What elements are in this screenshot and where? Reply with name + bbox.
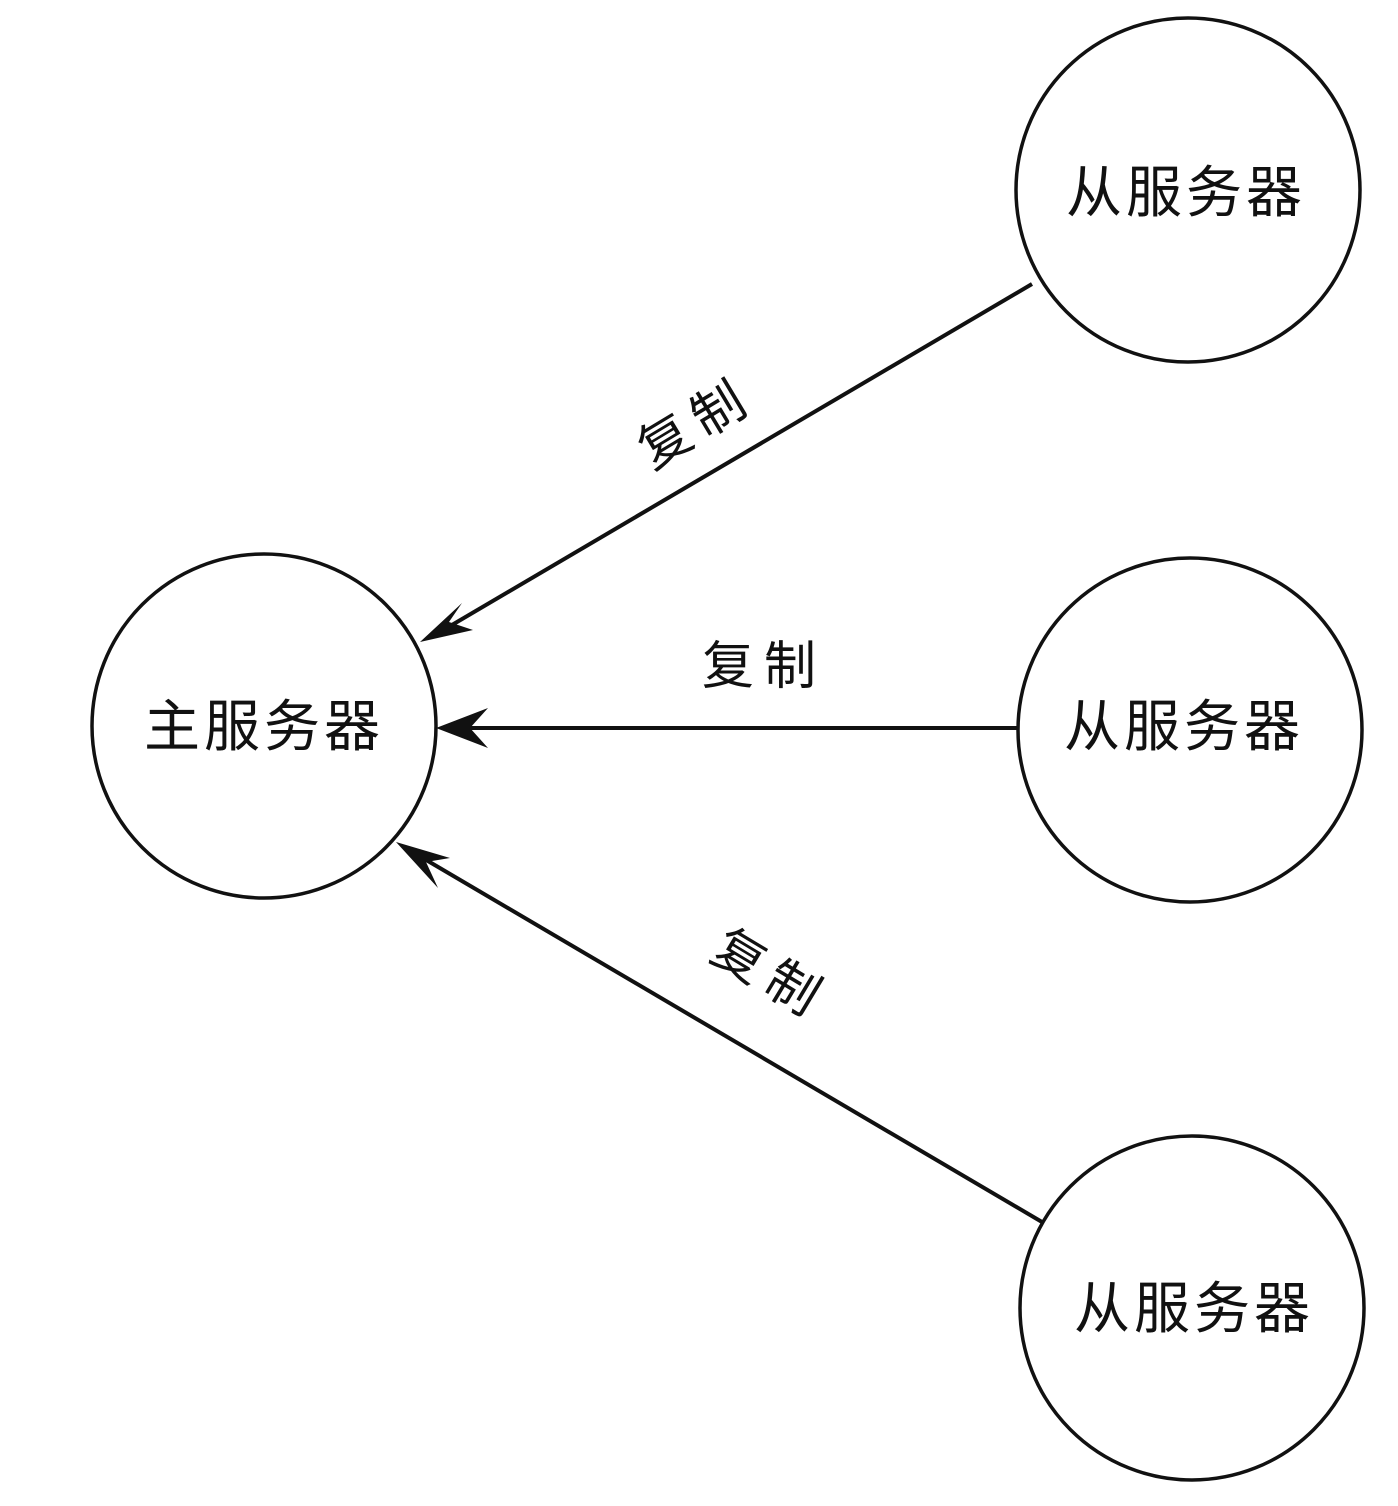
master-server-label: 主服务器 [144,695,384,760]
arrow-head-icon [420,603,473,642]
edge-bottom-label: 复制 [701,918,838,1033]
arrow-head-icon [436,708,488,748]
slave-server-circle-bottom [1018,1134,1366,1482]
edge-bottom-replication: 复制 [396,842,1044,1224]
edge-top-line [438,282,1034,634]
slave-server-label-top: 从服务器 [1066,161,1306,226]
slave-server-label-bottom: 从服务器 [1074,1277,1314,1342]
slave-server-label-middle: 从服务器 [1064,695,1304,760]
edge-bottom-line [414,852,1044,1224]
edge-middle-label: 复制 [702,637,826,697]
slave-server-node-middle: 从服务器 [1016,556,1364,904]
edge-top-replication: 复制 [420,282,1034,642]
master-server-circle [90,552,438,900]
slave-server-node-bottom: 从服务器 [1018,1134,1366,1482]
edge-top-label: 复制 [628,366,765,481]
arrow-head-icon [396,842,450,888]
slave-server-circle-middle [1016,556,1364,904]
master-server-node: 主服务器 [90,552,438,900]
slave-server-node-top: 从服务器 [1014,16,1362,364]
slave-server-circle-top [1014,16,1362,364]
edge-middle-replication: 复制 [436,637,1022,748]
